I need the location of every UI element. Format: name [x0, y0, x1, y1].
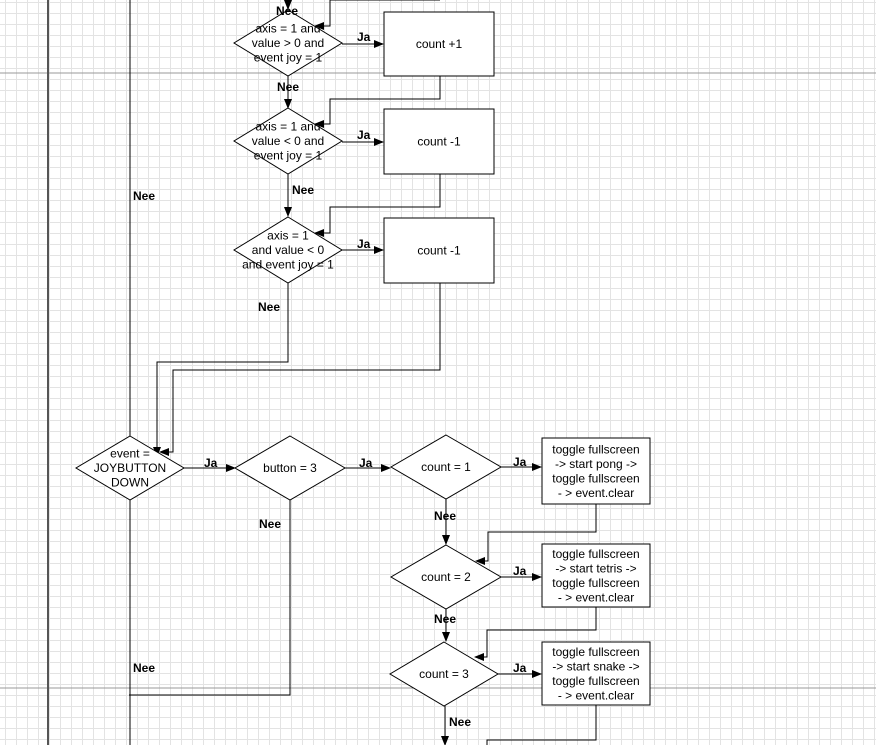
node-label: and event joy = 1 [242, 258, 334, 272]
process-node-p-pong[interactable]: toggle fullscreen-> start pong ->toggle … [541, 437, 651, 505]
node-label: axis = 1 [267, 229, 309, 243]
process-box[interactable] [383, 11, 495, 77]
edge-label-ja: Ja [359, 456, 373, 470]
edge-label-ja: Ja [357, 237, 371, 251]
node-label: - > event.clear [558, 486, 634, 500]
edge-label-nee: Nee [292, 183, 314, 197]
edge-label-nee: Nee [434, 509, 456, 523]
edge-count-dec1-next [314, 174, 441, 237]
edge-label-ja: Ja [513, 455, 527, 469]
edge-axis-lt2-nee[interactable] [153, 283, 289, 457]
process-node-p-snake[interactable]: toggle fullscreen-> start snake ->toggle… [541, 641, 651, 706]
edge-label-ja: Ja [513, 661, 527, 675]
edge-label-ja: Ja [357, 30, 371, 44]
edge-label-nee: Nee [276, 4, 298, 18]
node-label: button = 3 [263, 461, 317, 475]
edge-label-nee: Nee [133, 189, 155, 203]
node-label: DOWN [111, 476, 149, 490]
node-label: - > event.clear [558, 590, 634, 604]
node-label: -> start snake -> [552, 659, 639, 673]
edge-label-ja: Ja [204, 456, 218, 470]
edge-label-ja: Ja [357, 128, 371, 142]
edge-top-loop [314, 0, 440, 30]
node-label: value > 0 and [252, 36, 324, 50]
edge-tetris-next [474, 607, 597, 661]
edge-button3-nee[interactable] [129, 500, 291, 696]
node-label: event = [110, 447, 150, 461]
node-label: count = 1 [421, 460, 471, 474]
decision-diamond[interactable] [233, 216, 343, 284]
node-label: axis = 1 and [255, 120, 320, 134]
edge-label-nee: Nee [434, 612, 456, 626]
edge-count-inc-next [314, 76, 441, 128]
node-label: count = 3 [419, 667, 469, 681]
edge-label-nee: Nee [133, 661, 155, 675]
decision-node-d-count1[interactable]: count = 1 [390, 434, 502, 500]
node-label: count -1 [417, 244, 461, 258]
node-label: count = 2 [421, 570, 471, 584]
decision-node-d-count3[interactable]: count = 3 [389, 641, 499, 707]
process-box[interactable] [383, 108, 495, 175]
node-label: toggle fullscreen [552, 576, 639, 590]
edge-snake-next [486, 705, 597, 745]
node-label: toggle fullscreen [552, 645, 639, 659]
decision-diamond[interactable] [234, 435, 346, 501]
process-box[interactable] [541, 543, 651, 608]
edge-label-nee: Nee [277, 80, 299, 94]
node-label: axis = 1 and [255, 22, 320, 36]
node-label: toggle fullscreen [552, 442, 639, 456]
edges-layer [126, 0, 597, 745]
decision-diamond[interactable] [233, 9, 343, 77]
process-node-p-count-inc[interactable]: count +1 [383, 11, 495, 77]
node-label: -> start tetris -> [555, 561, 636, 575]
edge-pong-next [475, 504, 597, 565]
decision-node-d-button3[interactable]: button = 3 [234, 435, 346, 501]
decision-diamond[interactable] [390, 544, 502, 610]
node-label: event joy = 1 [254, 51, 323, 65]
edge-count-dec2-next [159, 283, 441, 456]
node-label: and value < 0 [252, 243, 325, 257]
node-label: count -1 [417, 135, 461, 149]
edge-labels-layer: Nee Ja Nee Ja Nee Nee Ja Nee Ja Ja Ja Ne… [133, 4, 527, 729]
decision-diamond[interactable] [390, 434, 502, 500]
node-label: -> start pong -> [555, 457, 637, 471]
process-box[interactable] [541, 437, 651, 505]
node-label: event joy = 1 [254, 149, 323, 163]
edge-label-ja: Ja [513, 564, 527, 578]
edge-label-nee: Nee [259, 517, 281, 531]
decision-diamond[interactable] [233, 107, 343, 175]
node-label: toggle fullscreen [552, 547, 639, 561]
edge-label-nee: Nee [258, 300, 280, 314]
node-label: toggle fullscreen [552, 471, 639, 485]
node-label: value < 0 and [252, 134, 324, 148]
decision-diamond[interactable] [389, 641, 499, 707]
node-label: JOYBUTTON [94, 461, 166, 475]
edge-label-nee: Nee [449, 715, 471, 729]
decision-node-d-count2[interactable]: count = 2 [390, 544, 502, 610]
process-node-p-count-dec-1[interactable]: count -1 [383, 108, 495, 175]
process-node-p-count-dec-2[interactable]: count -1 [383, 217, 495, 284]
node-label: toggle fullscreen [552, 674, 639, 688]
node-label: count +1 [416, 37, 463, 51]
decision-diamond[interactable] [75, 435, 185, 501]
process-node-p-tetris[interactable]: toggle fullscreen-> start tetris ->toggl… [541, 543, 651, 608]
node-label: - > event.clear [558, 688, 634, 702]
process-box[interactable] [383, 217, 495, 284]
process-box[interactable] [541, 641, 651, 706]
